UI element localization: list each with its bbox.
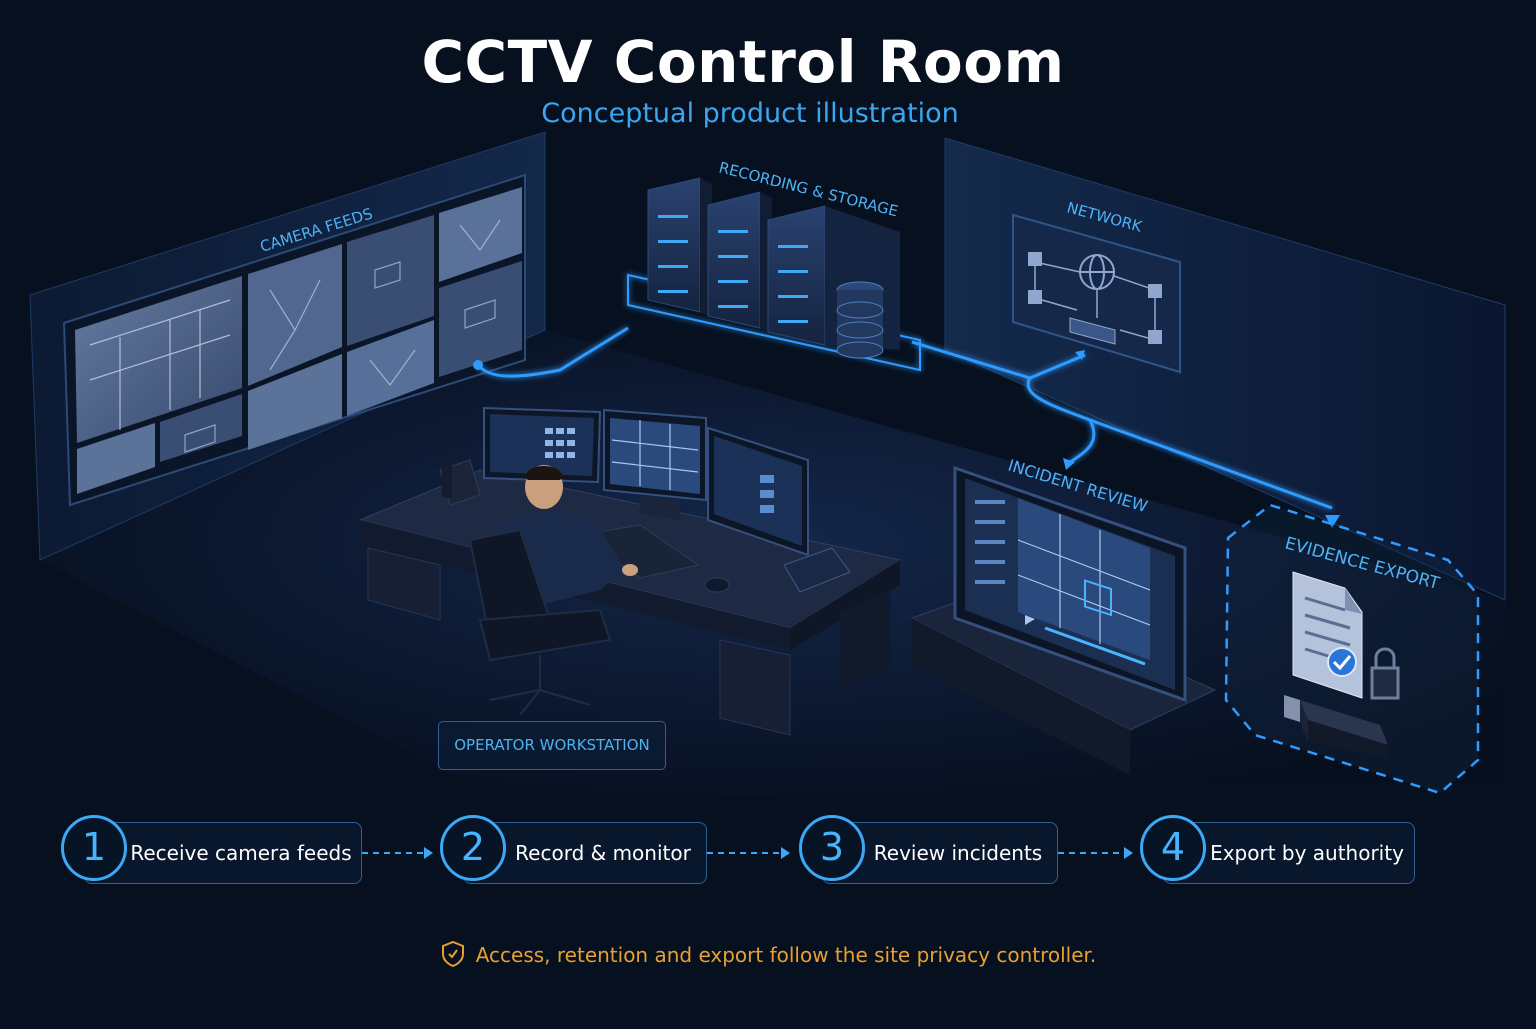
video-wall: CAMERA FEEDS: [62, 173, 526, 507]
step-1: 1 Receive camera feeds: [61, 815, 362, 884]
step-2-label: Record & monitor: [515, 841, 691, 865]
step-2-number: 2: [440, 815, 506, 881]
office-chair: [468, 528, 612, 716]
mouse: [704, 577, 730, 593]
step-3: 3 Review incidents: [799, 815, 1058, 884]
data-cables: [476, 326, 1333, 510]
shield-check-icon: [441, 940, 464, 968]
desk-phone: [439, 458, 481, 506]
step-4-number: 4: [1140, 815, 1206, 881]
router-icon: [1069, 317, 1116, 345]
step-3-label: Review incidents: [873, 841, 1043, 865]
padlock-icon: [1370, 647, 1400, 700]
step-3-number: 3: [799, 815, 865, 881]
incident-review-station: INCIDENT REVIEW: [910, 456, 1217, 775]
control-keypad: [783, 547, 851, 593]
page-title: CCTV Control Room: [421, 28, 1065, 96]
database-icon: [836, 281, 884, 359]
step-4: 4 Export by authority: [1140, 815, 1415, 884]
step-4-label: Export by authority: [1210, 841, 1404, 865]
recording-storage: RECORDING & STORAGE: [627, 158, 921, 372]
evidence-export-zone: EVIDENCE EXPORT: [1224, 503, 1480, 795]
usb-drive-icon: [1284, 695, 1388, 758]
connector-arrowheads: [424, 847, 1133, 859]
checkmark-icon: [1327, 647, 1357, 677]
step-1-number: 1: [61, 815, 127, 881]
privacy-footnote-text: Access, retention and export follow the …: [475, 943, 1097, 967]
step-2: 2 Record & monitor: [440, 815, 707, 884]
operator-workstation-label: OPERATOR WORKSTATION: [438, 721, 666, 770]
page-subtitle: Conceptual product illustration: [541, 98, 959, 129]
privacy-footnote: Access, retention and export follow the …: [0, 940, 1536, 968]
step-1-label: Receive camera feeds: [130, 841, 352, 865]
workstation-monitors: [483, 406, 809, 557]
